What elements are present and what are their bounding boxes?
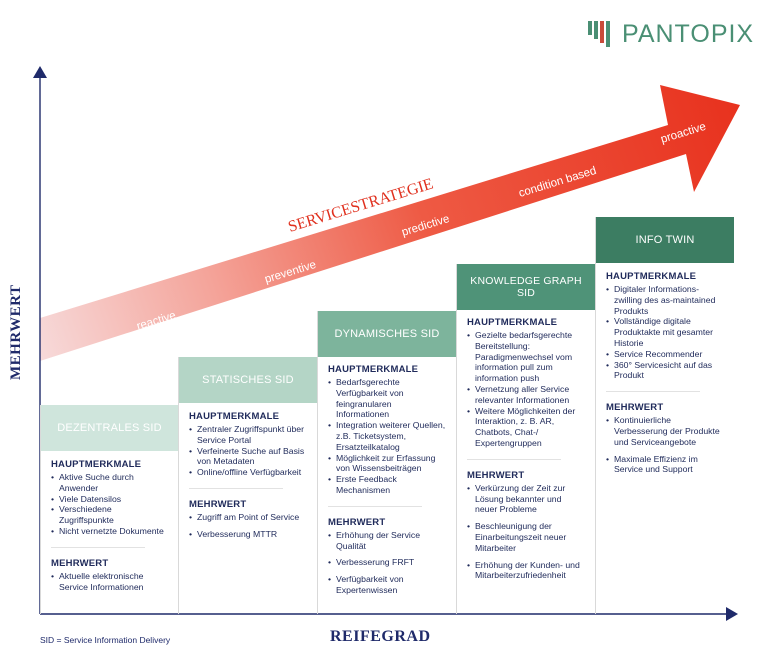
list-item: Gezielte bedarfsgerechte Bereitstellung:… [467,330,585,384]
value-title: MEHRWERT [606,402,664,414]
list-item: Verbesserung MTTR [189,529,307,540]
value-title: MEHRWERT [467,469,525,481]
column-title: INFO TWIN [635,234,695,246]
column-title: DEZENTRALES SID [57,422,162,434]
column-title: STATISCHES SID [202,374,294,386]
logo-mark-icon [588,21,618,47]
list-item: 360° Servicesicht auf das Produkt [606,360,724,382]
list-item: Kontinuierliche Verbesserung der Produkt… [606,415,724,447]
list-item: Nicht vernetzte Dokumente [51,526,168,537]
divider [51,546,145,548]
list-item: Verfügbarkeit von Expertenwissen [328,574,446,596]
value-title: MEHRWERT [51,557,109,569]
values-list: Zugriff am Point of Service Verbesserung… [189,512,307,540]
features-list: Digitaler Informations-zwilling des as-m… [606,284,724,381]
column-header: DYNAMISCHES SID [318,311,456,357]
list-item: Vollständige digitale Produktakte mit ge… [606,316,724,348]
y-axis-label: MEHRWERT [8,284,24,380]
features-title: HAUPTMERKMALE [467,317,558,328]
maturity-column-statisch: STATISCHES SID HAUPTMERKMALE Zentraler Z… [178,357,317,614]
pantopix-logo: PANTOPIX [588,20,754,48]
values-list: Erhöhung der Service Qualität Verbesseru… [328,530,446,596]
values-list: Verkürzung der Zeit zur Lösung bekannter… [467,483,585,581]
list-item: Erhöhung der Service Qualität [328,530,446,552]
list-item: Integration weiterer Quellen, z.B. Ticke… [328,420,446,452]
values-list: Aktuelle elektronische Service Informati… [51,571,168,593]
list-item: Beschleunigung der Einarbeitungszeit neu… [467,521,585,553]
features-title: HAUPTMERKMALE [51,459,142,470]
features-list: Gezielte bedarfsgerechte Bereitstellung:… [467,330,585,449]
list-item: Bedarfsgerechte Verfügbarkeit von feingr… [328,377,446,420]
features-list: Aktive Suche durch Anwender Viele Datens… [51,472,168,537]
divider [467,458,562,460]
list-item: Vernetzung aller Service relevanter Info… [467,384,585,406]
maturity-column-knowledge-graph: KNOWLEDGE GRAPH SID HAUPTMERKMALE Geziel… [456,264,595,614]
maturity-column-dynamisch: DYNAMISCHES SID HAUPTMERKMALE Bedarfsger… [317,311,456,614]
list-item: Zugriff am Point of Service [189,512,307,523]
column-title: KNOWLEDGE GRAPH SID [470,275,582,299]
value-title: MEHRWERT [189,498,247,510]
strategy-arrow [40,85,740,361]
list-item: Digitaler Informations-zwilling des as-m… [606,284,724,316]
list-item: Zentraler Zugriffspunkt über Service Por… [189,424,307,446]
list-item: Viele Datensilos [51,494,168,505]
column-body: HAUPTMERKMALE Aktive Suche durch Anwende… [41,459,178,592]
list-item: Verkürzung der Zeit zur Lösung bekannter… [467,483,585,515]
list-item: Weitere Möglichkeiten der Interaktion, z… [467,406,585,449]
footnote: SID = Service Information Delivery [40,635,171,645]
column-body: HAUPTMERKMALE Digitaler Informations-zwi… [596,271,734,481]
list-item: Erste Feedback Mechanismen [328,474,446,496]
logo-text: PANTOPIX [622,20,755,48]
features-list: Bedarfsgerechte Verfügbarkeit von feingr… [328,377,446,496]
x-axis-arrowhead [726,607,738,621]
list-item: Online/offline Verfügbarkeit [189,467,307,478]
column-header: STATISCHES SID [179,357,317,403]
list-item: Aktuelle elektronische Service Informati… [51,571,168,593]
divider [606,391,701,393]
value-title: MEHRWERT [328,516,386,528]
maturity-column-info-twin: INFO TWIN HAUPTMERKMALE Digitaler Inform… [595,217,734,614]
column-body: HAUPTMERKMALE Bedarfsgerechte Verfügbark… [318,364,456,602]
list-item: Verschiedene Zugriffspunkte [51,504,168,526]
column-body: HAUPTMERKMALE Gezielte bedarfsgerechte B… [457,317,595,587]
column-header: KNOWLEDGE GRAPH SID [457,264,595,310]
list-item: Service Recommender [606,349,724,360]
divider [328,505,423,507]
column-body: HAUPTMERKMALE Zentraler Zugriffspunkt üb… [179,411,317,546]
list-item: Verfeinerte Suche auf Basis von Metadate… [189,446,307,468]
column-header: INFO TWIN [596,217,734,263]
list-item: Verbesserung FRFT [328,557,446,568]
divider [189,487,284,489]
features-list: Zentraler Zugriffspunkt über Service Por… [189,424,307,478]
column-header: DEZENTRALES SID [41,405,178,451]
list-item: Maximale Effizienz im Service und Suppor… [606,454,724,476]
list-item: Möglichkeit zur Erfassung von Wissensbei… [328,453,446,475]
list-item: Erhöhung der Kunden- und Mitarbeiterzufr… [467,560,585,582]
values-list: Kontinuierliche Verbesserung der Produkt… [606,415,724,475]
column-title: DYNAMISCHES SID [334,328,440,340]
features-title: HAUPTMERKMALE [189,411,280,422]
list-item: Aktive Suche durch Anwender [51,472,168,494]
maturity-column-dezentral: DEZENTRALES SID HAUPTMERKMALE Aktive Suc… [40,405,178,614]
y-axis-arrowhead [33,66,47,78]
features-title: HAUPTMERKMALE [606,271,697,282]
x-axis-label: REIFEGRAD [330,628,431,645]
features-title: HAUPTMERKMALE [328,364,419,375]
